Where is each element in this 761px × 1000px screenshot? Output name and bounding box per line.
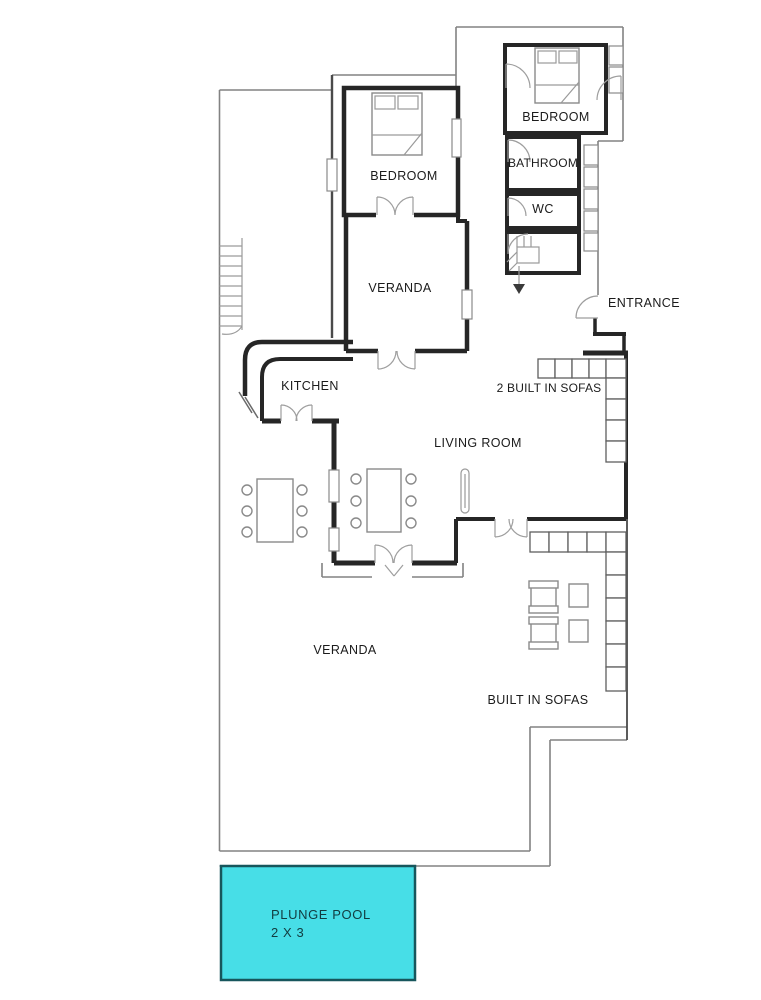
window (583, 188, 599, 210)
stairs-down-arrow (513, 284, 525, 294)
stairs-icon (506, 236, 540, 294)
window (583, 144, 599, 166)
room-label-bedroom-upper: BEDROOM (522, 110, 589, 124)
radiator-icon (460, 468, 470, 514)
side-table-icon (568, 583, 589, 608)
window (328, 527, 340, 552)
room-label-kitchen: KITCHEN (281, 379, 339, 393)
room-label-veranda-upper: VERANDA (368, 281, 431, 295)
room-labels: BEDROOM BATHROOM WC ENTRANCE BEDROOM VER… (281, 110, 680, 707)
door-arc (507, 197, 527, 217)
dining-table-icon (241, 478, 308, 543)
door-arc (596, 75, 622, 101)
door-arc (507, 233, 529, 255)
window (583, 166, 599, 188)
windows (326, 45, 624, 552)
double-bed-icon (371, 92, 423, 156)
room-label-living-room: LIVING ROOM (434, 436, 522, 450)
double-door-arc (376, 196, 414, 216)
room-label-entrance: ENTRANCE (608, 296, 680, 310)
double-door-arc (280, 404, 313, 422)
side-table-icon (568, 619, 589, 643)
double-door-arc (374, 544, 413, 577)
walls (238, 43, 628, 578)
entrance-door-arc (575, 295, 599, 319)
room-label-built-in-sofas-lower: BUILT IN SOFAS (488, 693, 589, 707)
room-label-wc: WC (532, 202, 554, 216)
double-door-arc (377, 350, 416, 370)
window (583, 232, 599, 252)
window (461, 289, 473, 320)
double-bed-icon (534, 47, 580, 104)
pool-water (219, 864, 417, 982)
plunge-pool: PLUNGE POOL 2 X 3 (219, 864, 417, 982)
room-label-bathroom: BATHROOM (508, 156, 578, 170)
pool-size-label: 2 X 3 (271, 925, 304, 940)
room-label-veranda-lower: VERANDA (313, 643, 376, 657)
dining-table-icon (350, 468, 417, 533)
window (328, 469, 340, 503)
built-in-sofa-icon (529, 531, 627, 692)
room-label-built-in-sofas-upper: 2 BUILT IN SOFAS (497, 381, 602, 395)
window (583, 210, 599, 232)
furniture (219, 47, 627, 692)
armchair-icon (528, 616, 559, 650)
double-door-arc (494, 518, 528, 538)
entrance-door-gap (592, 295, 602, 318)
armchair-icon (528, 580, 559, 614)
window (608, 66, 624, 94)
door-arc (507, 139, 531, 163)
room-label-bedroom-main: BEDROOM (370, 169, 437, 183)
window (451, 118, 462, 158)
site-boundary (218, 26, 628, 867)
doors (280, 63, 622, 577)
built-in-sofa-icon (537, 358, 627, 463)
window (326, 158, 338, 192)
window (608, 45, 624, 66)
door-arc (505, 63, 531, 89)
pool-label: PLUNGE POOL (271, 907, 371, 922)
stairs-icon (219, 238, 243, 335)
